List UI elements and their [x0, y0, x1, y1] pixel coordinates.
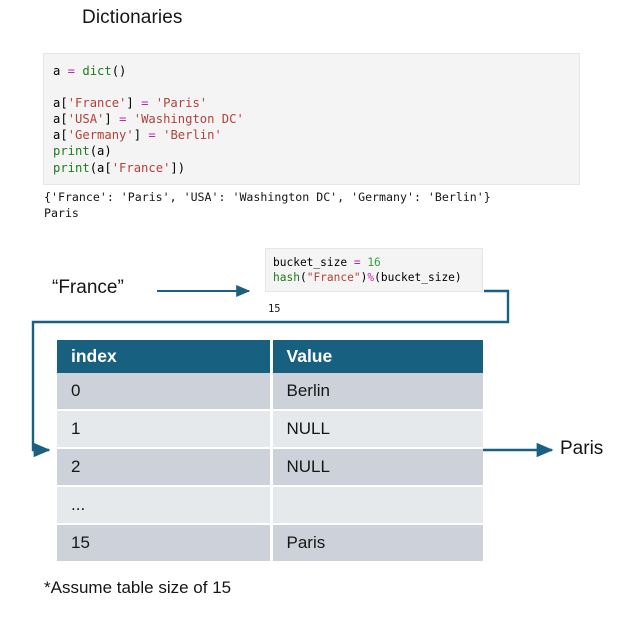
code-token-index-close: ] — [126, 96, 142, 111]
code-token-var: bucket_size — [273, 256, 354, 269]
cell-value: Paris — [271, 524, 483, 562]
cell-index: 0 — [57, 373, 273, 410]
cell-value — [271, 486, 483, 524]
code-token-string-value: 'Paris' — [148, 96, 208, 111]
cell-index: 2 — [57, 448, 273, 486]
console-line: {'France': 'Paris', 'USA': 'Washington D… — [44, 190, 491, 204]
cell-value: NULL — [271, 410, 483, 448]
code-token-function: print — [53, 144, 90, 159]
code-token-operator: = — [119, 112, 127, 127]
code-token-var: a — [53, 64, 61, 78]
code-token-index-open: a[ — [53, 128, 68, 143]
cell-index: 15 — [57, 524, 273, 562]
code-token-string-value: 'Berlin' — [155, 128, 222, 143]
code-block-hash-function: bucket_size = 16 hash("France")%(bucket_… — [265, 248, 483, 293]
console-output-hash-value: 15 — [268, 303, 281, 315]
footnote-table-size: *Assume table size of 15 — [44, 578, 232, 597]
console-output-dictionary: {'France': 'Paris', 'USA': 'Washington D… — [44, 190, 491, 221]
table-row: 1 NULL — [57, 410, 483, 448]
code-token-args-close: ]) — [170, 160, 186, 175]
code-token-function: hash — [273, 271, 300, 285]
cell-value: Berlin — [271, 373, 483, 410]
code-token-index-open: a[ — [53, 96, 68, 111]
hash-table: index Value 0 Berlin 1 NULL 2 NULL ... 1… — [57, 340, 483, 563]
code-token-string-key: "France" — [306, 271, 361, 285]
cell-value: NULL — [271, 448, 483, 486]
cell-index: 1 — [57, 410, 273, 448]
console-line: Paris — [44, 205, 79, 220]
table-header-row: index Value — [57, 340, 483, 373]
code-token-index-close: ] — [133, 128, 149, 143]
code-token-operator: = — [60, 64, 83, 78]
code-token-modulo-operator: % — [367, 271, 375, 285]
result-label-paris: Paris — [560, 438, 604, 459]
code-token-function: dict — [82, 64, 112, 78]
table-row: ... — [57, 486, 483, 524]
code-token-string-key: 'Germany' — [67, 128, 134, 143]
column-header-value: Value — [271, 340, 483, 373]
code-token-index-close: ] — [104, 112, 120, 127]
page-title: Dictionaries — [82, 7, 183, 28]
code-token-string-key: 'France' — [67, 96, 127, 111]
code-block-dictionary: a = dict() a['France'] = 'Paris' a['USA'… — [43, 53, 580, 185]
code-token-paren-close: ) — [360, 271, 368, 285]
table-row: 0 Berlin — [57, 373, 483, 410]
code-token-string-key: 'USA' — [67, 112, 105, 127]
table-row: 15 Paris — [57, 524, 483, 562]
code-token-args: (bucket_size) — [374, 271, 462, 285]
code-token-args: (a) — [89, 144, 112, 159]
table-row: 2 NULL — [57, 448, 483, 486]
column-header-index: index — [57, 340, 273, 373]
code-token-operator: = — [141, 96, 149, 111]
key-label-france: “France” — [52, 277, 124, 298]
code-token-function: print — [53, 160, 90, 175]
code-token-string-key: 'France' — [111, 160, 171, 175]
code-token-string-value: 'Washington DC' — [126, 112, 244, 127]
cell-index: ... — [57, 486, 273, 524]
code-token-number: 16 — [360, 256, 381, 269]
code-token-paren-open: ( — [299, 271, 307, 285]
code-token-args-open: (a[ — [89, 160, 112, 175]
code-token-operator: = — [353, 256, 361, 269]
code-token-parens: () — [111, 64, 127, 78]
code-token-operator: = — [148, 128, 156, 143]
code-token-index-open: a[ — [53, 112, 68, 127]
